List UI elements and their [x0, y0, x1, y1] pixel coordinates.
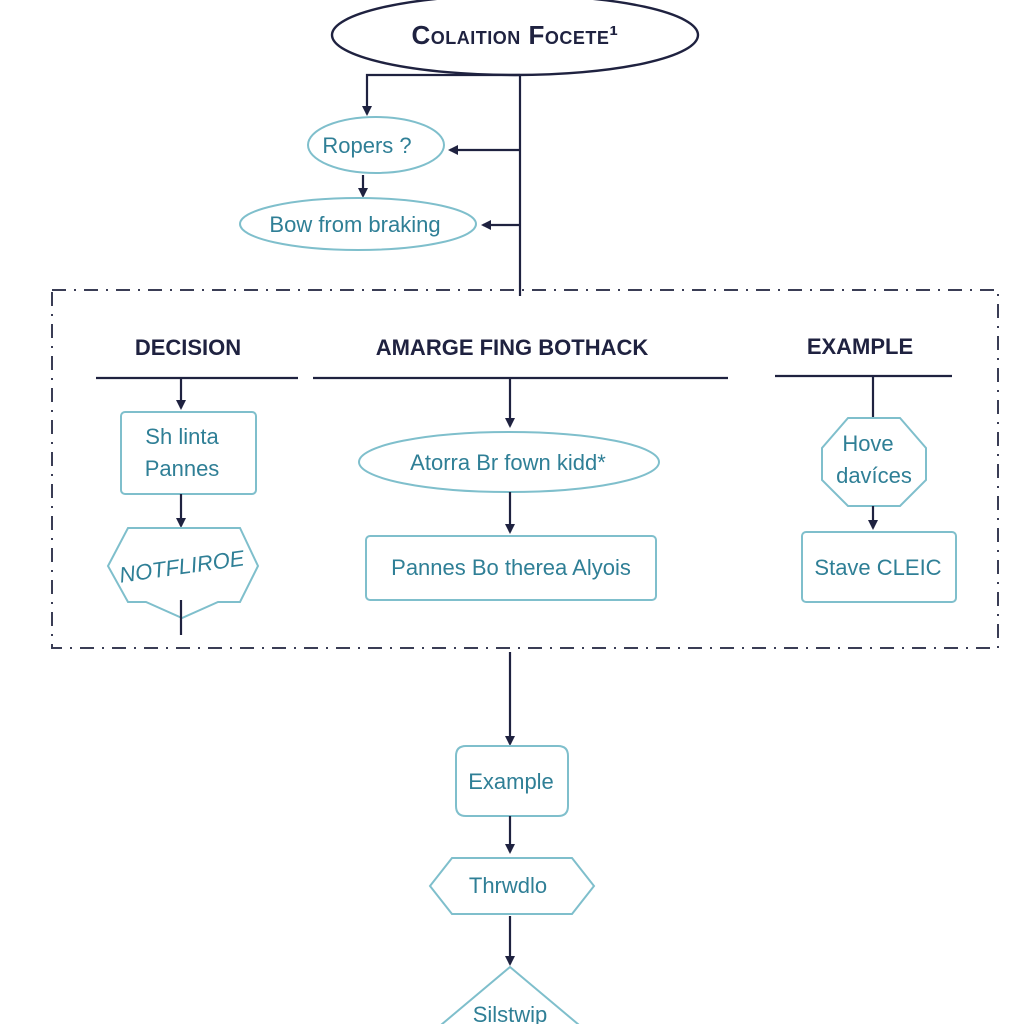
silstwip-label: Silstwip: [473, 1002, 548, 1024]
stave-label: Stave CLEIC: [814, 555, 941, 580]
group-container: [51, 289, 999, 649]
hove-label-1: Hove: [842, 431, 893, 456]
example-node[interactable]: [455, 745, 569, 817]
amarge-heading: AMARGE FING BOTHACK: [376, 335, 649, 360]
hove-node[interactable]: [821, 417, 927, 507]
bow-label: Bow from braking: [269, 212, 440, 237]
ropers-node[interactable]: [307, 116, 445, 174]
atorra-label: Atorra Br fown kidd*: [410, 450, 606, 475]
title-text: Colaition Focete¹: [411, 20, 618, 50]
silstwip-node[interactable]: [435, 965, 585, 1024]
pannes-bo-label: Pannes Bo therea Alyois: [391, 555, 631, 580]
ropers-label: Ropers ?: [322, 133, 411, 158]
example-node-label: Example: [468, 769, 554, 794]
notflroe-node[interactable]: [106, 527, 260, 620]
sh-linta-label-1: Sh linta: [145, 424, 219, 449]
hove-label-2: davíces: [836, 463, 912, 488]
sh-linta-label-2: Pannes: [145, 456, 220, 481]
pannes-bo-node[interactable]: [365, 535, 657, 601]
bow-node[interactable]: [239, 197, 477, 251]
example-heading: EXAMPLE: [807, 334, 913, 359]
thrwdlo-node[interactable]: [428, 857, 596, 915]
thrwdlo-label: Thrwdlo: [469, 873, 547, 898]
sh-linta-node[interactable]: [120, 411, 257, 495]
connector-title-to-ropers: [362, 73, 520, 116]
decision-heading: DECISION: [135, 335, 241, 360]
stave-node[interactable]: [801, 531, 957, 603]
